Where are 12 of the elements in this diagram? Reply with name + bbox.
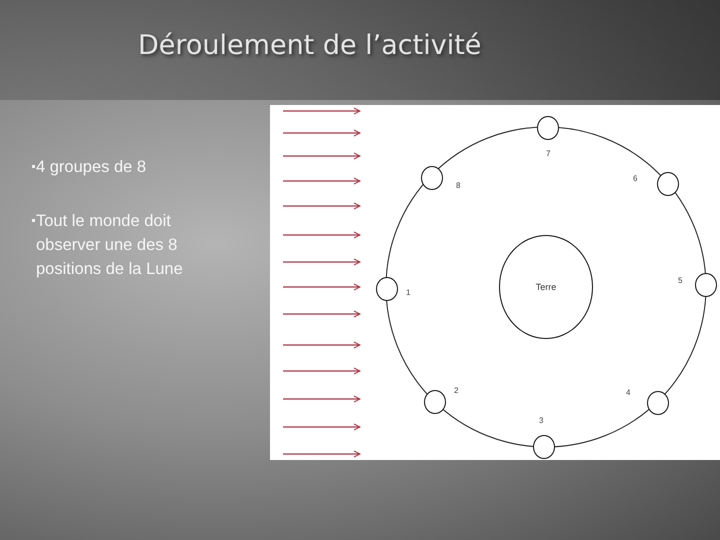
bullet-text: Tout le monde doit observer une des 8 positions de la Lune xyxy=(36,211,184,280)
position-number: 8 xyxy=(456,181,460,190)
slide-title: Déroulement de l’activité xyxy=(138,30,482,61)
position-number: 3 xyxy=(539,416,544,425)
position-number: 7 xyxy=(546,149,550,158)
position-number: 2 xyxy=(454,386,458,395)
bullet-text: 4 groupes de 8 xyxy=(36,157,148,178)
position-number: 4 xyxy=(626,388,630,397)
position-number: 5 xyxy=(678,276,682,285)
position-number: 6 xyxy=(633,174,638,183)
position-number: 1 xyxy=(406,288,410,297)
earth-label: Terre xyxy=(536,282,556,292)
